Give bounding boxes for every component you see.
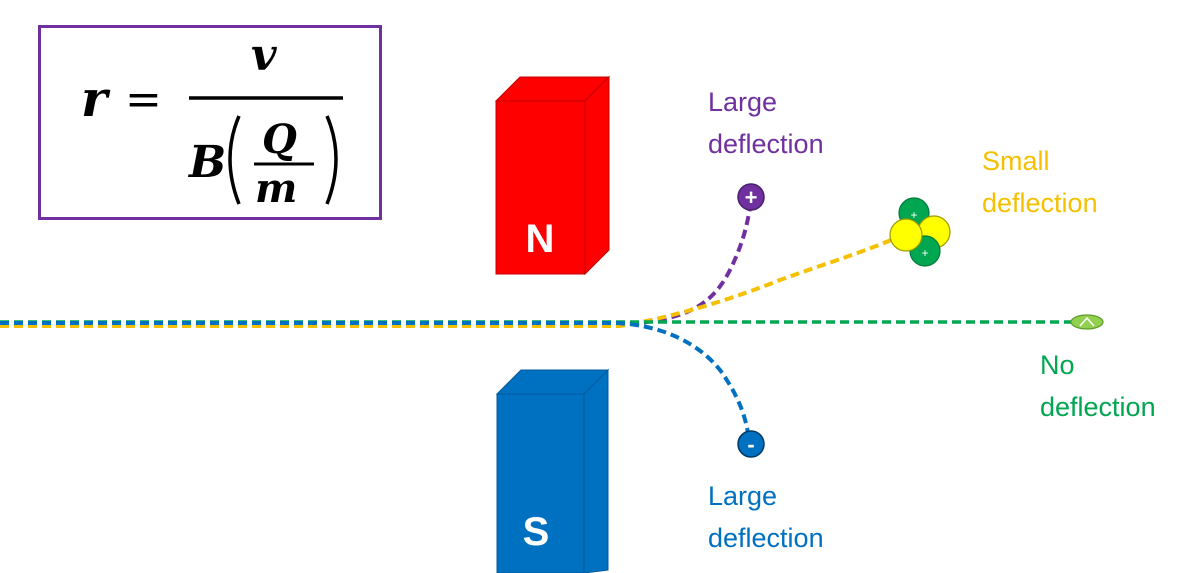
formula: r = v B Q m: [81, 30, 343, 212]
south-magnet-front: [496, 393, 585, 573]
alpha-label-line1: Small: [982, 146, 1050, 176]
negative-particle-path: [0, 321, 750, 434]
alpha-particle-path: [0, 234, 901, 328]
positive-deflection-label: Large deflection: [708, 81, 824, 165]
north-magnet-side: [584, 75, 610, 276]
alpha-neutron-left: [889, 218, 923, 252]
north-magnet: N: [494, 75, 611, 276]
neutral-particle-body: [1070, 314, 1104, 330]
neutral-particle-mark: [1079, 316, 1095, 327]
positive-particle-symbol: +: [745, 185, 758, 210]
alpha-deflection-label: Small deflection: [982, 140, 1098, 224]
negative-label-line1: Large: [708, 481, 778, 511]
north-magnet-front: [495, 100, 586, 275]
negative-deflection-label: Large deflection: [708, 475, 824, 559]
formula-charge: Q: [262, 116, 297, 163]
alpha-particle: + +: [889, 197, 951, 267]
neutral-deflection-label: No deflection: [1040, 344, 1156, 428]
alpha-label-line2: deflection: [982, 188, 1098, 218]
positive-particle: +: [737, 183, 765, 211]
negative-particle-body: [737, 430, 765, 458]
left-paren: [228, 115, 241, 205]
south-magnet-label: S: [523, 510, 550, 554]
negative-label-line2: deflection: [708, 523, 824, 553]
formula-field: B: [187, 137, 226, 188]
alpha-proton-top-symbol: +: [910, 208, 917, 222]
formula-velocity: v: [251, 30, 277, 81]
neutral-particle: [1070, 314, 1104, 330]
formula-radius: r: [81, 69, 111, 128]
formula-mass: m: [255, 165, 297, 212]
positive-particle-path: [0, 207, 752, 327]
south-magnet-side: [583, 368, 609, 573]
negative-particle: -: [737, 430, 765, 458]
positive-particle-body: [737, 183, 765, 211]
south-magnet: S: [495, 368, 610, 573]
positive-label-line1: Large: [708, 87, 778, 117]
north-magnet-label: N: [526, 217, 555, 261]
right-paren: [325, 115, 338, 205]
neutral-label-line2: deflection: [1040, 392, 1156, 422]
formula-box: r = v B Q m: [38, 25, 382, 220]
formula-equals: =: [125, 74, 162, 125]
neutral-label-line1: No: [1040, 350, 1075, 380]
negative-particle-symbol: -: [747, 432, 754, 457]
positive-label-line2: deflection: [708, 129, 824, 159]
alpha-proton-bottom-symbol: +: [921, 246, 928, 260]
